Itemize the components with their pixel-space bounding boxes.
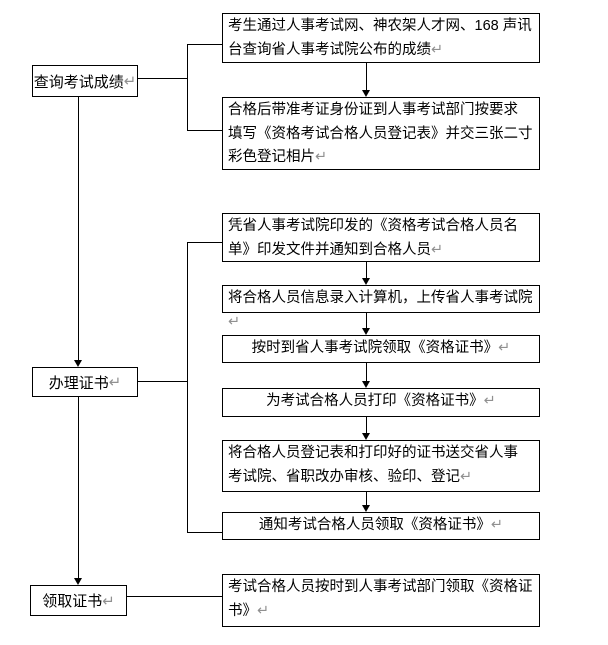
paragraph-mark: ↵	[490, 517, 504, 533]
connector-spine1-to-step2	[187, 130, 222, 131]
paragraph-mark: ↵	[102, 592, 115, 610]
step-box-collect-certificate-final: 考试合格人员按时到人事考试部门领取《资格证 书》↵	[222, 574, 540, 627]
spine2-vertical-line	[187, 242, 188, 533]
paragraph-mark: ↵	[460, 468, 473, 485]
paragraph-mark: ↵	[498, 340, 511, 356]
paragraph-mark: ↵	[483, 393, 496, 409]
connector-stage3-to-step9	[127, 596, 222, 597]
paragraph-mark: ↵	[431, 41, 444, 58]
paragraph-mark: ↵	[228, 313, 241, 330]
step-box-issue-qualified-list: 凭省人事考试院印发的《资格考试合格人员名 单》印发文件并通知到合格人员↵	[222, 213, 540, 262]
step-text: 将合格人员信息录入计算机，上传省人事考试院	[228, 290, 533, 306]
arrowhead-down-icon	[362, 278, 370, 285]
arrowhead-down-icon	[74, 360, 82, 367]
paragraph-mark: ↵	[123, 73, 137, 90]
connector-stage1-to-spine1	[138, 78, 187, 79]
stage-label: 领取证书	[42, 593, 103, 610]
step-text: 凭省人事考试院印发的《资格考试合格人员名 单》印发文件并通知到合格人员	[228, 218, 518, 258]
step-text: 考生通过人事考试网、神农架人才网、168 声讯 台查询省人事考试院公布的成绩	[228, 18, 532, 58]
stage-box-collect-certificate: 领取证书↵	[30, 585, 127, 616]
step-text: 合格后带准考证身份证到人事考试部门按要求 填写《资格考试合格人员登记表》并交三张…	[228, 102, 533, 165]
paragraph-mark: ↵	[315, 149, 328, 165]
stage-label: 办理证书	[48, 374, 109, 392]
arrow-line-stage2-stage3	[78, 397, 79, 578]
paragraph-mark: ↵	[257, 602, 270, 619]
step-text: 考试合格人员按时到人事考试部门领取《资格证 书》	[228, 579, 533, 619]
spine1-vertical-line	[187, 44, 188, 131]
arrow-line-step6-step7	[366, 417, 367, 433]
stage-label: 查询考试成绩	[33, 73, 124, 91]
step-box-notify-collection: 通知考试合格人员领取《资格证书》↵	[222, 512, 540, 540]
stage-box-process-certificate: 办理证书↵	[32, 367, 138, 397]
step-box-submit-for-review: 将合格人员登记表和打印好的证书送交省人事 考试院、省职改办审核、验印、登记↵	[222, 440, 540, 492]
paragraph-mark: ↵	[108, 374, 122, 391]
arrow-line-step4-step5	[366, 313, 367, 328]
arrow-line-step7-step8	[366, 492, 367, 505]
arrow-line-step5-step6	[366, 363, 367, 381]
connector-spine1-to-step1	[187, 44, 222, 45]
step-text: 通知考试合格人员领取《资格证书》	[258, 517, 491, 533]
step-box-check-scores-online: 考生通过人事考试网、神农架人才网、168 声讯 台查询省人事考试院公布的成绩↵	[222, 13, 540, 63]
arrowhead-down-icon	[362, 90, 370, 97]
connector-spine2-to-step8	[187, 532, 222, 533]
connector-spine2-to-step3	[187, 242, 222, 243]
arrow-line-step3-step4	[366, 262, 367, 278]
arrow-line-step1-step2	[366, 63, 367, 90]
stage-box-query-results: 查询考试成绩↵	[32, 65, 138, 97]
paragraph-mark: ↵	[431, 241, 444, 258]
step-box-print-certificates: 为考试合格人员打印《资格证书》↵	[222, 388, 540, 417]
connector-stage2-to-spine2	[138, 381, 187, 382]
step-box-collect-from-institute: 按时到省人事考试院领取《资格证书》↵	[222, 335, 540, 363]
step-text: 将合格人员登记表和打印好的证书送交省人事 考试院、省职改办审核、验印、登记	[228, 445, 518, 485]
arrowhead-down-icon	[362, 381, 370, 388]
step-box-enter-info-computer: 将合格人员信息录入计算机，上传省人事考试院 ↵	[222, 285, 540, 330]
step-box-fill-registration-form: 合格后带准考证身份证到人事考试部门按要求 填写《资格考试合格人员登记表》并交三张…	[222, 97, 540, 170]
arrow-line-stage1-stage2	[78, 97, 79, 360]
step-text: 为考试合格人员打印《资格证书》	[266, 393, 484, 409]
step-text: 按时到省人事考试院领取《资格证书》	[251, 340, 499, 356]
arrowhead-down-icon	[362, 328, 370, 335]
arrowhead-down-icon	[362, 505, 370, 512]
arrowhead-down-icon	[362, 433, 370, 440]
arrowhead-down-icon	[74, 578, 82, 585]
